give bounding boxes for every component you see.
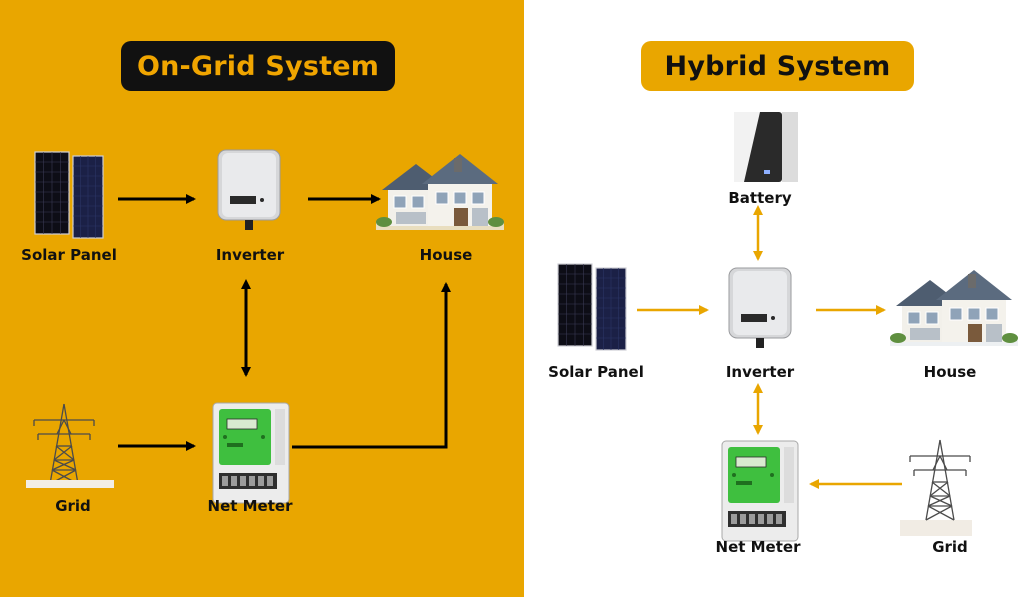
battery-icon [734, 112, 798, 182]
net-meter-icon [721, 440, 799, 542]
net-meter-icon [212, 402, 290, 504]
arrow-meter-to-house [292, 282, 451, 449]
label-grid: Grid [932, 538, 968, 556]
house-icon [889, 269, 1019, 347]
ground-strip [26, 480, 114, 488]
transmission-tower-icon [33, 403, 95, 485]
label-inverter: Inverter [215, 246, 285, 264]
label-grid: Grid [55, 497, 91, 515]
label-inverter: Inverter [725, 363, 795, 381]
label-net-meter: Net Meter [715, 538, 801, 556]
label-solar-panel: Solar Panel [548, 363, 644, 381]
inverter-icon [217, 149, 281, 231]
transmission-tower-icon [900, 439, 972, 536]
label-house: House [923, 363, 977, 381]
label-solar-panel: Solar Panel [21, 246, 117, 264]
label-net-meter: Net Meter [207, 497, 293, 515]
house-icon [375, 153, 505, 231]
solar-panel-icon [34, 151, 104, 239]
solar-panel-icon [557, 263, 627, 351]
label-house: House [419, 246, 473, 264]
on-grid-title: On-Grid System [121, 41, 395, 91]
inverter-icon [728, 267, 792, 349]
label-battery: Battery [728, 189, 792, 207]
hybrid-title: Hybrid System [641, 41, 914, 91]
